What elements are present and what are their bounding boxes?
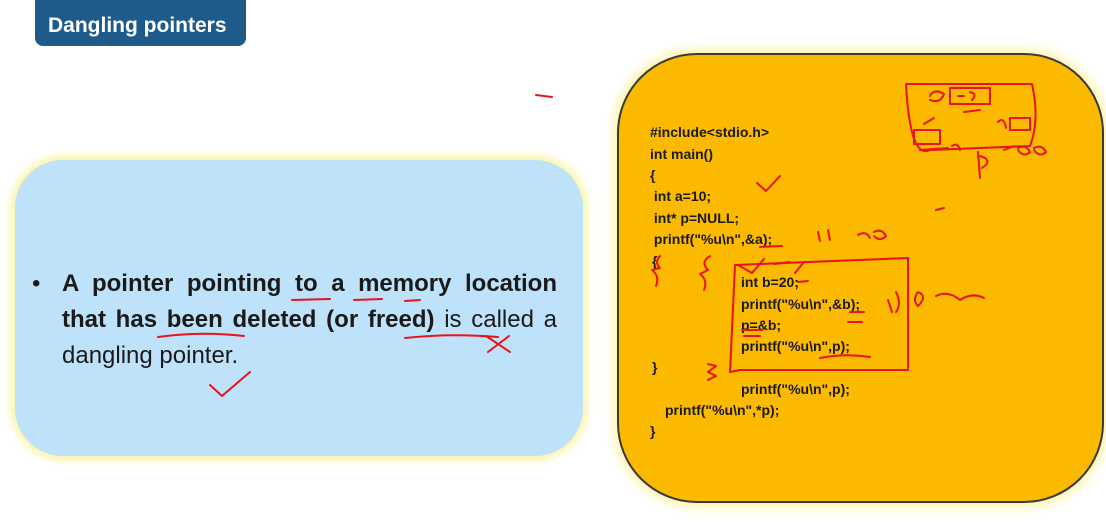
definition-text-normal: is called a dangling pointer. bbox=[62, 306, 557, 369]
code-line-12: } bbox=[652, 359, 658, 375]
code-line-10: p=&b; bbox=[741, 317, 782, 333]
code-line-1: #include<stdio.h> bbox=[650, 124, 770, 140]
code-line-14: printf("%u\n",*p); bbox=[665, 402, 780, 418]
code-line-6: printf("%u\n",&a); bbox=[650, 231, 773, 247]
definition-box bbox=[15, 160, 583, 456]
code-line-4: int a=10; bbox=[650, 188, 712, 204]
definition-bullet: • A pointer pointing to a memory locatio… bbox=[32, 266, 557, 374]
code-line-3: { bbox=[650, 167, 656, 183]
code-line-15: } bbox=[650, 423, 656, 439]
code-line-11: printf("%u\n",p); bbox=[741, 338, 850, 354]
code-box bbox=[617, 53, 1104, 503]
definition-text-bold: A pointer pointing to a memory location … bbox=[62, 270, 557, 333]
code-line-5: int* p=NULL; bbox=[650, 210, 740, 226]
bullet-dot-icon: • bbox=[32, 270, 41, 297]
slide-title: Dangling pointers bbox=[35, 0, 246, 46]
code-line-2: int main() bbox=[650, 146, 713, 162]
pen-dash-mark bbox=[535, 94, 553, 98]
code-line-8: int b=20; bbox=[741, 274, 799, 290]
code-line-9: printf("%u\n",&b); bbox=[741, 296, 861, 312]
code-line-13: printf("%u\n",p); bbox=[741, 381, 850, 397]
code-line-7: { bbox=[652, 253, 658, 269]
